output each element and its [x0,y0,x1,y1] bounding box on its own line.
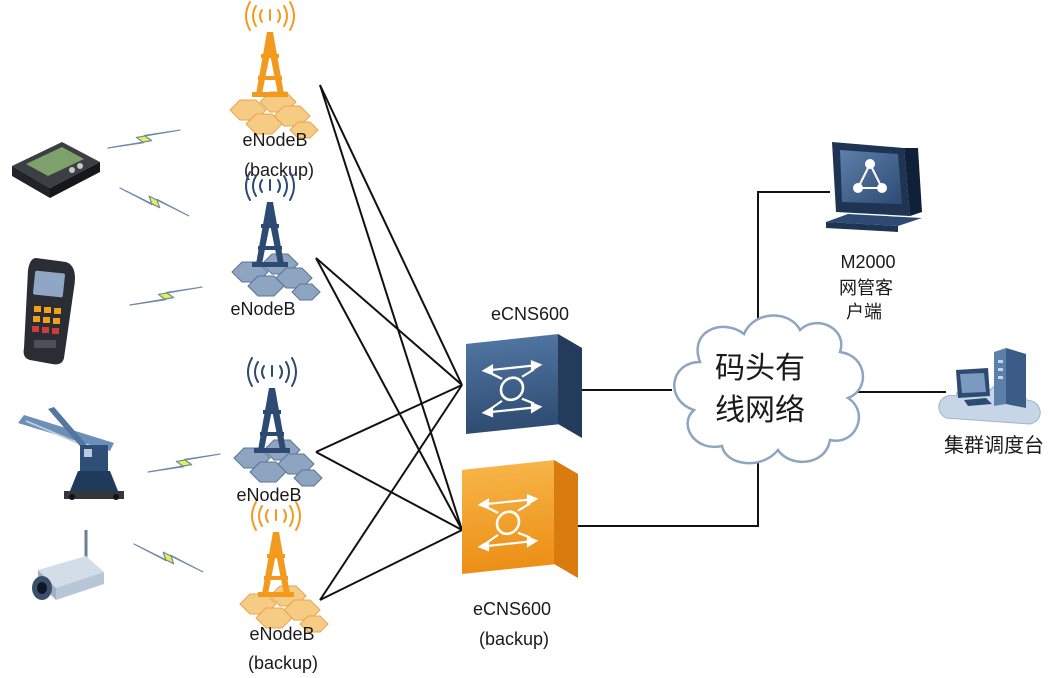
ecns-switch-icon [466,334,582,438]
enodeb-label: eNodeB [230,299,295,319]
wireless-links [107,113,221,573]
enodeb-tower-icon [251,501,301,531]
lightning-icon [116,187,192,217]
lightning-icon [147,437,221,489]
lightning-icon [129,270,203,322]
handheld-radio-icon [12,142,100,198]
enodeb-label: eNodeB [249,624,314,644]
cloud-label: 线网络 [715,394,805,427]
dispatch-label: 集群调度台 [944,434,1044,457]
enodeb-label: eNodeB [236,485,301,505]
m2000-label: M2000 [840,252,895,272]
backbone-links [578,191,946,527]
m2000-desc: 户端 [846,302,882,322]
cloud-label: 码头有 [715,352,805,385]
enodeb-label: eNodeB [242,130,307,150]
enodeb-backup-label: (backup) [244,160,314,180]
ecns-label: eCNS600 [491,304,569,324]
m2000-client: M2000 网管客 户端 [826,142,922,322]
enodeb-2: eNodeB [230,171,321,319]
enodeb-tower-icon [245,1,295,31]
ecns-switch-icon [462,460,578,578]
enodeb-backup-top: eNodeB (backup) [229,1,319,180]
enb-ecns-links [315,84,463,601]
ecns600-main: eCNS600 [466,304,582,438]
enodeb-tower-icon [247,357,297,387]
dispatch-console: 集群调度台 [938,348,1044,457]
cctv-camera-icon [32,530,104,600]
enodeb-backup-label: (backup) [248,653,318,673]
dispatch-console-icon [938,348,1041,425]
rugged-handset-icon [23,258,76,365]
monitor-icon [826,142,922,232]
lightning-icon [107,113,181,165]
m2000-desc: 网管客 [839,278,893,298]
wired-network-cloud: 码头有 线网络 [673,314,865,465]
ecns-backup-label: (backup) [479,629,549,649]
crane-icon [18,407,124,500]
ecns-label: eCNS600 [473,599,551,619]
enodeb-backup-bottom: eNodeB (backup) [239,501,329,673]
lightning-icon [130,543,206,573]
ecns600-backup: eCNS600 (backup) [462,460,578,649]
cloud-icon [673,314,865,465]
enodeb-3: eNodeB [233,357,323,505]
